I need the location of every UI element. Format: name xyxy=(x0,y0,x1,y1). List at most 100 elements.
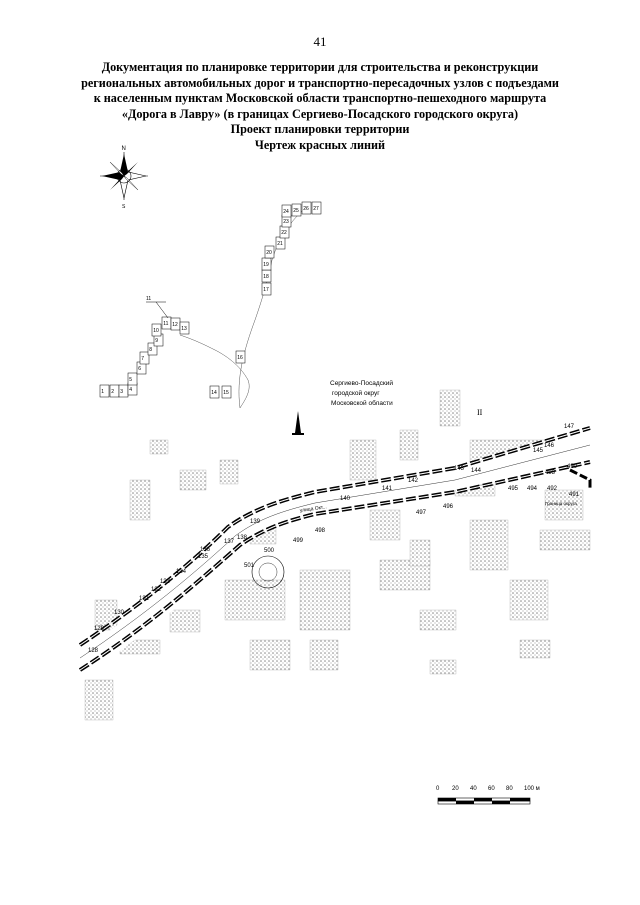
index-sheet-16: 16 xyxy=(235,350,246,364)
index-sheet-15: 15 xyxy=(221,385,232,399)
index-sheet-19: 19 xyxy=(261,257,272,271)
index-sheet-label: 1 xyxy=(101,389,104,395)
index-sheet-label: 9 xyxy=(155,338,158,344)
index-sheet-18: 18 xyxy=(261,269,272,283)
index-sheet-label: 17 xyxy=(263,287,269,293)
index-sheet-label: 18 xyxy=(263,274,269,280)
title-line: Проект планировки территории xyxy=(230,122,410,136)
point-label: 140 xyxy=(340,496,351,502)
point-label: 141 xyxy=(382,486,393,492)
index-sheet-8: 8 xyxy=(147,342,158,356)
index-sheet-20: 20 xyxy=(264,245,275,259)
point-label: 497 xyxy=(416,510,427,516)
index-sheet-label: 15 xyxy=(223,390,229,396)
index-sheet-label: 19 xyxy=(263,262,269,268)
index-sheet-13: 13 xyxy=(179,321,190,335)
index-sheet-label: 5 xyxy=(129,377,132,383)
point-label: 490 xyxy=(567,464,578,470)
point-label: 142 xyxy=(408,478,419,484)
index-sheet-label: 14 xyxy=(211,390,217,396)
building-blocks xyxy=(84,389,591,721)
scale-label: 80 xyxy=(506,786,513,792)
point-label: 128 xyxy=(88,648,99,654)
title-line: региональных автомобильных дорог и транс… xyxy=(81,75,559,90)
scale-label: 60 xyxy=(488,786,495,792)
point-label: 133 xyxy=(160,579,171,585)
index-sheet-label: 25 xyxy=(293,208,299,214)
index-sheet-11: 11 xyxy=(161,316,172,330)
point-label: 499 xyxy=(293,538,304,544)
scale-label: 100 м xyxy=(524,786,540,792)
road-corridor xyxy=(78,426,592,680)
index-sheet-label: 6 xyxy=(138,366,141,372)
region-label-line: Сергиево-Посадский xyxy=(330,379,393,387)
title-line: Документация по планировке территории дл… xyxy=(101,60,539,74)
title-line: к населенным пунктам Московской области … xyxy=(93,91,547,105)
index-sheet-label: 22 xyxy=(281,230,287,236)
index-sheet-14: 14 xyxy=(209,385,220,399)
scale-label: 0 xyxy=(436,786,440,792)
scale-bar: 0 20 40 60 80 100 м xyxy=(436,786,556,816)
index-sheet-2: 2 xyxy=(109,384,120,398)
point-label: 143 xyxy=(454,466,465,472)
sheet-marker: II xyxy=(477,408,483,417)
point-label: 501 xyxy=(244,563,255,569)
index-sheet-label: 7 xyxy=(141,356,144,362)
index-sheet-10: 10 xyxy=(151,323,162,337)
point-label: 147 xyxy=(564,424,575,430)
compass-rose: N S xyxy=(100,146,148,210)
red-line-points-lower: 490 491 492 493 494 495 496 497 498 499 … xyxy=(244,464,580,569)
index-sheet-label: 2 xyxy=(111,389,114,395)
point-label: 131 xyxy=(139,596,150,602)
index-sheet-label: 23 xyxy=(283,219,289,225)
index-sheet-label: 16 xyxy=(237,355,243,361)
point-label: 491 xyxy=(569,492,580,498)
scale-graphic xyxy=(437,797,531,805)
title-line: «Дорога в Лавру» (в границах Сергиево-По… xyxy=(121,106,519,121)
street-label-border: Граница округа xyxy=(545,501,577,506)
index-sheet-17: 17 xyxy=(261,282,272,296)
point-label: 492 xyxy=(547,486,558,492)
title-line: Чертеж красных линий xyxy=(254,137,386,152)
index-sheet-label: 20 xyxy=(266,250,272,256)
compass-south-label: S xyxy=(122,204,126,210)
index-sheet-label: 8 xyxy=(149,347,152,353)
scale-label: 40 xyxy=(470,786,477,792)
index-sheet-label: 21 xyxy=(277,241,283,247)
point-label: 139 xyxy=(250,519,261,525)
index-sheet-label: 3 xyxy=(120,389,123,395)
scale-labels: 0 20 40 60 80 100 м xyxy=(436,786,556,796)
index-sheet-25: 25 xyxy=(291,203,302,217)
index-sheet-label: 13 xyxy=(181,326,187,332)
point-label: 144 xyxy=(471,468,482,474)
point-label: 135 xyxy=(198,554,209,560)
index-sheet-24: 24 xyxy=(281,204,292,218)
index-sheet-label: 10 xyxy=(153,328,159,334)
current-sheet-label: 11 xyxy=(146,296,151,302)
page-number: 41 xyxy=(313,34,327,49)
river-line xyxy=(179,203,311,409)
street-label-main: улица Окт... xyxy=(299,504,327,514)
region-label-line: городской округ xyxy=(332,389,380,397)
point-label: 146 xyxy=(544,443,555,449)
compass-north-label: N xyxy=(122,146,126,152)
index-sheet-27: 27 xyxy=(311,201,322,215)
index-sheet-3: 3 xyxy=(118,384,129,398)
index-sheet-7: 7 xyxy=(139,351,150,365)
point-label: 130 xyxy=(114,610,125,616)
index-sheet-label: 4 xyxy=(129,387,132,393)
point-label: 129 xyxy=(94,626,105,632)
point-label: 496 xyxy=(443,504,454,510)
document-title: Документация по планировке территории дл… xyxy=(20,60,620,153)
index-sheet-5: 5 xyxy=(127,372,138,386)
index-sheet-label: 27 xyxy=(313,206,319,212)
scale-label: 20 xyxy=(452,786,459,792)
index-sheet-12: 12 xyxy=(170,317,181,331)
index-sheet-label: 12 xyxy=(172,322,178,328)
point-label: 495 xyxy=(508,486,519,492)
point-label: 132 xyxy=(151,587,162,593)
point-label: 494 xyxy=(527,486,538,492)
point-label: 138 xyxy=(237,535,248,541)
